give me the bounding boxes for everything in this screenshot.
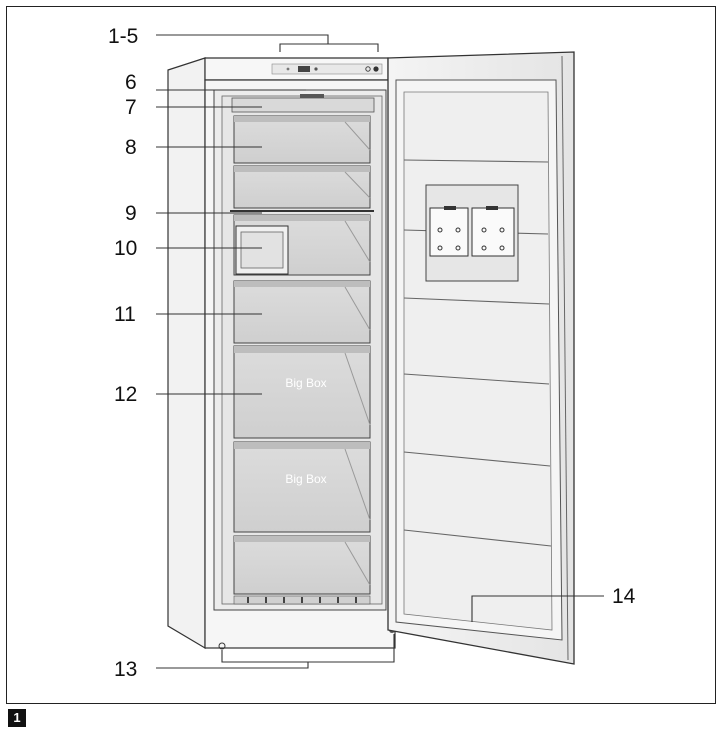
big-box-drawer-lower: Big Box: [233, 441, 371, 533]
callout-14: 14: [612, 585, 636, 608]
cold-storage-packs: [425, 184, 519, 282]
freezer-drawer-2: [233, 165, 371, 209]
big-box-label-upper: Big Box: [285, 376, 326, 390]
figure-number-badge: 1: [8, 709, 26, 727]
freezer-drawer-1: [233, 115, 371, 164]
top-flap: [231, 94, 375, 113]
leader-lines: [156, 34, 604, 669]
appliance-door: [387, 51, 575, 665]
freezer-drawer-4: [233, 280, 371, 344]
callout-10: 10: [114, 237, 137, 260]
callout-9: 9: [125, 202, 137, 225]
big-box-label-lower: Big Box: [285, 472, 326, 486]
callout-13: 13: [114, 658, 137, 681]
big-box-drawer-upper: Big Box: [233, 345, 371, 439]
callout-12: 12: [114, 383, 137, 406]
freezer-drawer-bottom: [233, 535, 371, 595]
callout-8: 8: [125, 136, 137, 159]
ice-cube-tray: [235, 225, 289, 275]
callout-7: 7: [125, 96, 137, 119]
callout-6: 6: [125, 71, 137, 94]
callout-11: 11: [114, 303, 136, 326]
callout-1-5: 1-5: [108, 25, 138, 48]
control-panel: [271, 63, 383, 75]
floor-vents: [233, 595, 371, 605]
figure-frame: [6, 6, 716, 704]
